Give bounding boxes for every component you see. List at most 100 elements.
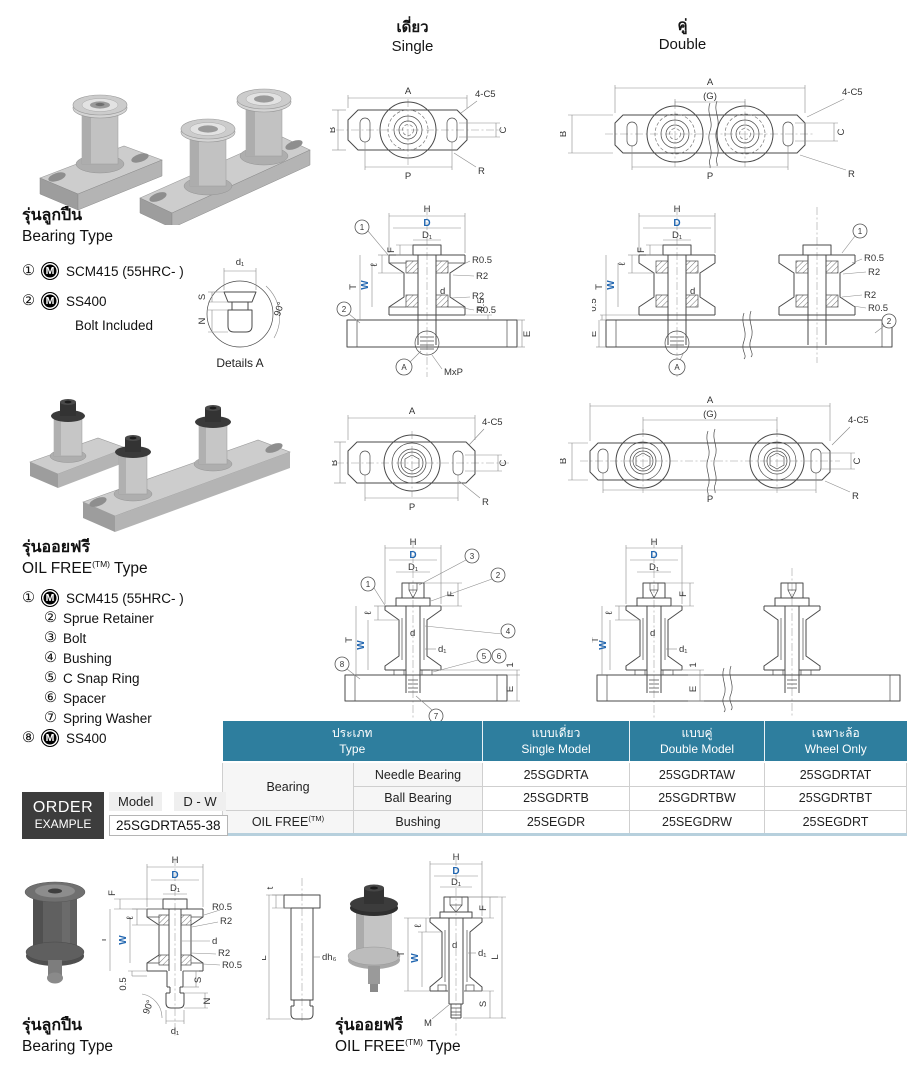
plate-outline (347, 101, 468, 159)
dim-F: F (107, 890, 118, 896)
dim-P: P (405, 171, 411, 182)
dim-T: T (592, 637, 601, 643)
bearing-double-section-view: H D D₁ F ℓ T W d 0.5 E 1 R0.5 R2 R2 R0.5… (592, 204, 897, 377)
dim-R05-a: R0.5 (472, 255, 492, 266)
bearing-section-title: รุ่นลูกปืน Bearing Type (22, 206, 113, 247)
dim-D1: D₁ (422, 230, 432, 241)
bearing-single-section-view: H D D₁ 1 F ℓ T W d R0.5 R2 R2 R0.5 0.5 E… (336, 204, 533, 378)
oilfree-title-thai: รุ่นออยฟรี (22, 539, 91, 556)
centerlines (605, 101, 815, 167)
dim-R: R (482, 497, 489, 508)
dim-d: d (410, 628, 415, 639)
callout-2: 2 (342, 305, 347, 314)
single-label-en: Single (391, 38, 434, 56)
dim-R05-b: R0.5 (222, 960, 242, 971)
single-label-thai: เดี่ยว (396, 19, 429, 36)
bottom-bearing-label: รุ่นลูกปืน Bearing Type (22, 1016, 113, 1057)
dim-ell: ℓ (617, 262, 628, 266)
dim-4C5: 4-C5 (475, 89, 496, 100)
circled-number: ① (22, 263, 35, 279)
bottom-oilfree-label: รุ่นออยฟรี OIL FREE(TM) Type (335, 1016, 461, 1057)
dim-F: F (446, 591, 457, 597)
wheel-section (429, 896, 483, 1019)
detail-a-callout: A (674, 363, 680, 372)
cell-group-oilfree: OIL FREE(TM) (222, 809, 354, 835)
material-badge-icon: M (41, 262, 59, 280)
single-view-header: เดี่ยว Single (330, 18, 495, 56)
dim-G: (G) (703, 91, 717, 102)
cell-sub-type: Bushing (353, 809, 483, 835)
cell-model-wheel: 25SEGDRT (764, 809, 907, 835)
callout-2: 2 (496, 571, 501, 580)
material-badge-icon: M (41, 589, 59, 607)
dim-R: R (478, 166, 485, 177)
dim-lines (568, 403, 855, 493)
table-row: OIL FREE(TM) Bushing 25SEGDR 25SEGDRW 25… (222, 809, 907, 835)
dim-S: S (193, 977, 204, 983)
oilfree-single-section-view: H D D₁ 3 2 1 F 4 ℓ T W d d₁ 5 6 8 1 E 7 (334, 537, 520, 723)
callout-1: 1 (858, 227, 863, 236)
dim-d: d (212, 936, 217, 947)
dim-R2-a: R2 (220, 916, 232, 927)
dim-R2-b: R2 (218, 948, 230, 959)
cell-model-double: 25SGDRTAW (629, 761, 765, 787)
dim-D: D (452, 866, 459, 877)
dim-R: R (852, 491, 859, 502)
dim-D1: D₁ (649, 562, 659, 573)
dim-D: D (650, 550, 657, 561)
cell-model-single: 25SGDRTA (482, 761, 630, 787)
oilfree-type-3d-photo (29, 399, 291, 532)
single-oilfree-3d (29, 399, 127, 488)
dim-T: T (594, 284, 605, 290)
callout-2: 2 (887, 317, 892, 326)
order-example-badge: ORDER EXAMPLE (22, 792, 104, 839)
dim-D: D (409, 550, 416, 561)
dim-B: B (560, 458, 569, 464)
single-roller-3d (39, 94, 163, 211)
plate-outline (589, 428, 831, 496)
bottom-bearing-thai: รุ่นลูกปืน (22, 1017, 83, 1034)
dim-dh6: dh₆ (322, 952, 337, 963)
bearing-single-top-view: A 4-C5 B C R P (330, 86, 509, 182)
material-badge-icon: M (41, 292, 59, 310)
cell-model-single: 25SEGDR (482, 809, 630, 835)
cell-sub-type: Needle Bearing (353, 761, 483, 787)
callout-5: 5 (482, 652, 487, 661)
dim-90deg: 90° (141, 998, 156, 1015)
detail-a-callout: A (401, 363, 407, 372)
bearing-wheel-section-view: H D D₁ F ℓ T W R0.5 R2 R2 R0.5 d 0.5 90°… (102, 855, 242, 1037)
dim-D1: D₁ (451, 877, 461, 888)
double-view-header: คู่ Double (600, 16, 765, 54)
dim-F: F (678, 591, 689, 597)
circled-number: ② (22, 293, 35, 309)
dim-0p5: 0.5 (118, 977, 129, 990)
dim-lines (404, 861, 506, 1020)
dim-lines (568, 85, 847, 171)
callout-6: 6 (497, 652, 502, 661)
stud-profile (223, 291, 257, 333)
dim-lines (109, 864, 221, 1024)
dim-A: A (409, 406, 416, 417)
dim-D: D (673, 218, 680, 229)
cell-model-double: 25SEGDRW (629, 809, 765, 835)
material-item: ① M SCM415 (55HRC- ) (22, 256, 184, 286)
dim-ell: ℓ (413, 924, 424, 928)
dim-d1: d₁ (236, 257, 245, 268)
bearing-type-3d-photo (39, 88, 311, 225)
dim-H: H (410, 537, 417, 548)
dim-B: B (560, 131, 569, 137)
dim-A: A (707, 77, 714, 88)
cell-model-single: 25SGDRTB (482, 785, 630, 811)
double-oilfree-bar-3d (82, 405, 291, 532)
